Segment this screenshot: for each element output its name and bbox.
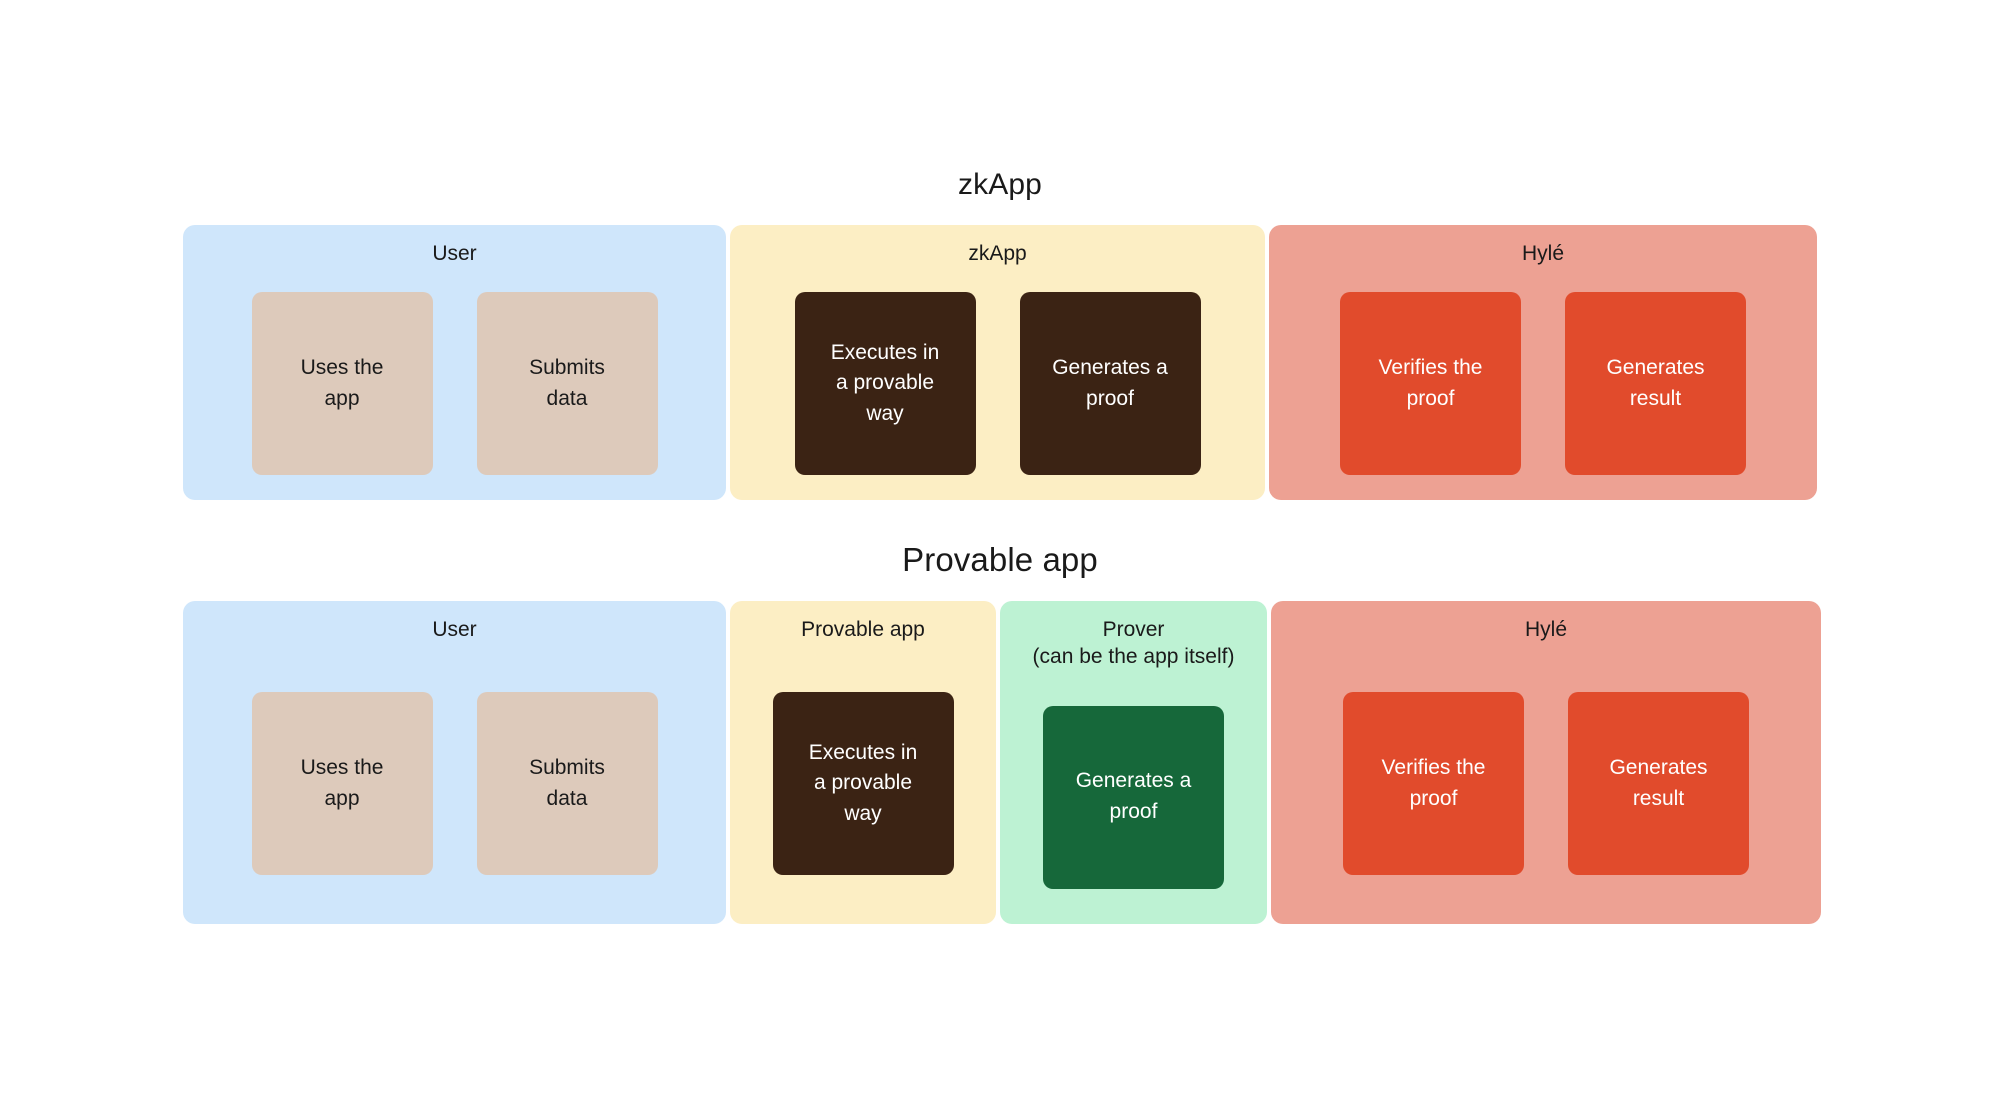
card-generates-a-proof[interactable]: Generates a proof [1019,292,1201,476]
card-executes-in-a-provable-way[interactable]: Executes in a provable way [772,692,954,876]
lane-cards-hyle: Verifies the proof Generates result [1269,268,1817,500]
card-submits-data[interactable]: Submits data [476,692,658,876]
card-generates-a-proof[interactable]: Generates a proof [1043,705,1224,889]
lane-cards-user: Uses the app Submits data [183,644,726,924]
lane-provable-app: Provable app Executes in a provable way [730,601,996,924]
lane-user-provable: User Uses the app Submits data [183,601,726,924]
card-uses-the-app[interactable]: Uses the app [251,292,433,476]
card-generates-result[interactable]: Generates result [1568,692,1749,876]
lane-cards-hyle: Verifies the proof Generates result [1271,644,1821,924]
lane-label-user: User [432,242,477,265]
lane-label-hyle: Hylé [1521,242,1564,265]
lane-hyle-provable: Hylé Verifies the proof Generates result [1271,601,1821,924]
card-verifies-the-proof[interactable]: Verifies the proof [1343,692,1524,876]
diagram-block-zkapp: zkApp User Uses the app Submits data zkA… [183,170,1817,500]
lane-cards-provable-app: Executes in a provable way [730,644,996,924]
lane-cards-zkapp: Executes in a provable way Generates a p… [730,268,1265,500]
lane-hyle-zkapp: Hylé Verifies the proof Generates result [1269,225,1817,500]
block-title-zkapp: zkApp [958,168,1042,201]
card-executes-in-a-provable-way[interactable]: Executes in a provable way [794,292,976,476]
lane-label-zkapp: zkApp [968,242,1027,265]
lane-user-zkapp: User Uses the app Submits data [183,225,726,500]
block-title-provable-app: Provable app [902,541,1098,578]
card-verifies-the-proof[interactable]: Verifies the proof [1340,292,1521,476]
lane-label-hyle: Hylé [1524,618,1567,641]
card-uses-the-app[interactable]: Uses the app [251,692,433,876]
lane-cards-prover: Generates a proof [1000,670,1267,924]
lane-label-provable-app: Provable app [801,618,925,641]
card-generates-result[interactable]: Generates result [1565,292,1746,476]
lane-prover: Prover (can be the app itself) Generates… [1000,601,1267,924]
lane-label-user: User [432,618,477,641]
lane-zkapp: zkApp Executes in a provable way Generat… [730,225,1265,500]
lane-label-prover: Prover (can be the app itself) [1032,618,1235,668]
lane-row-provable-app: User Uses the app Submits data Provable … [183,601,1821,924]
lane-row-zkapp: User Uses the app Submits data zkApp Exe… [183,225,1817,500]
card-submits-data[interactable]: Submits data [476,292,658,476]
diagram-block-provable-app: Provable app User Uses the app Submits d… [183,541,1821,924]
lane-cards-user: Uses the app Submits data [183,268,726,500]
